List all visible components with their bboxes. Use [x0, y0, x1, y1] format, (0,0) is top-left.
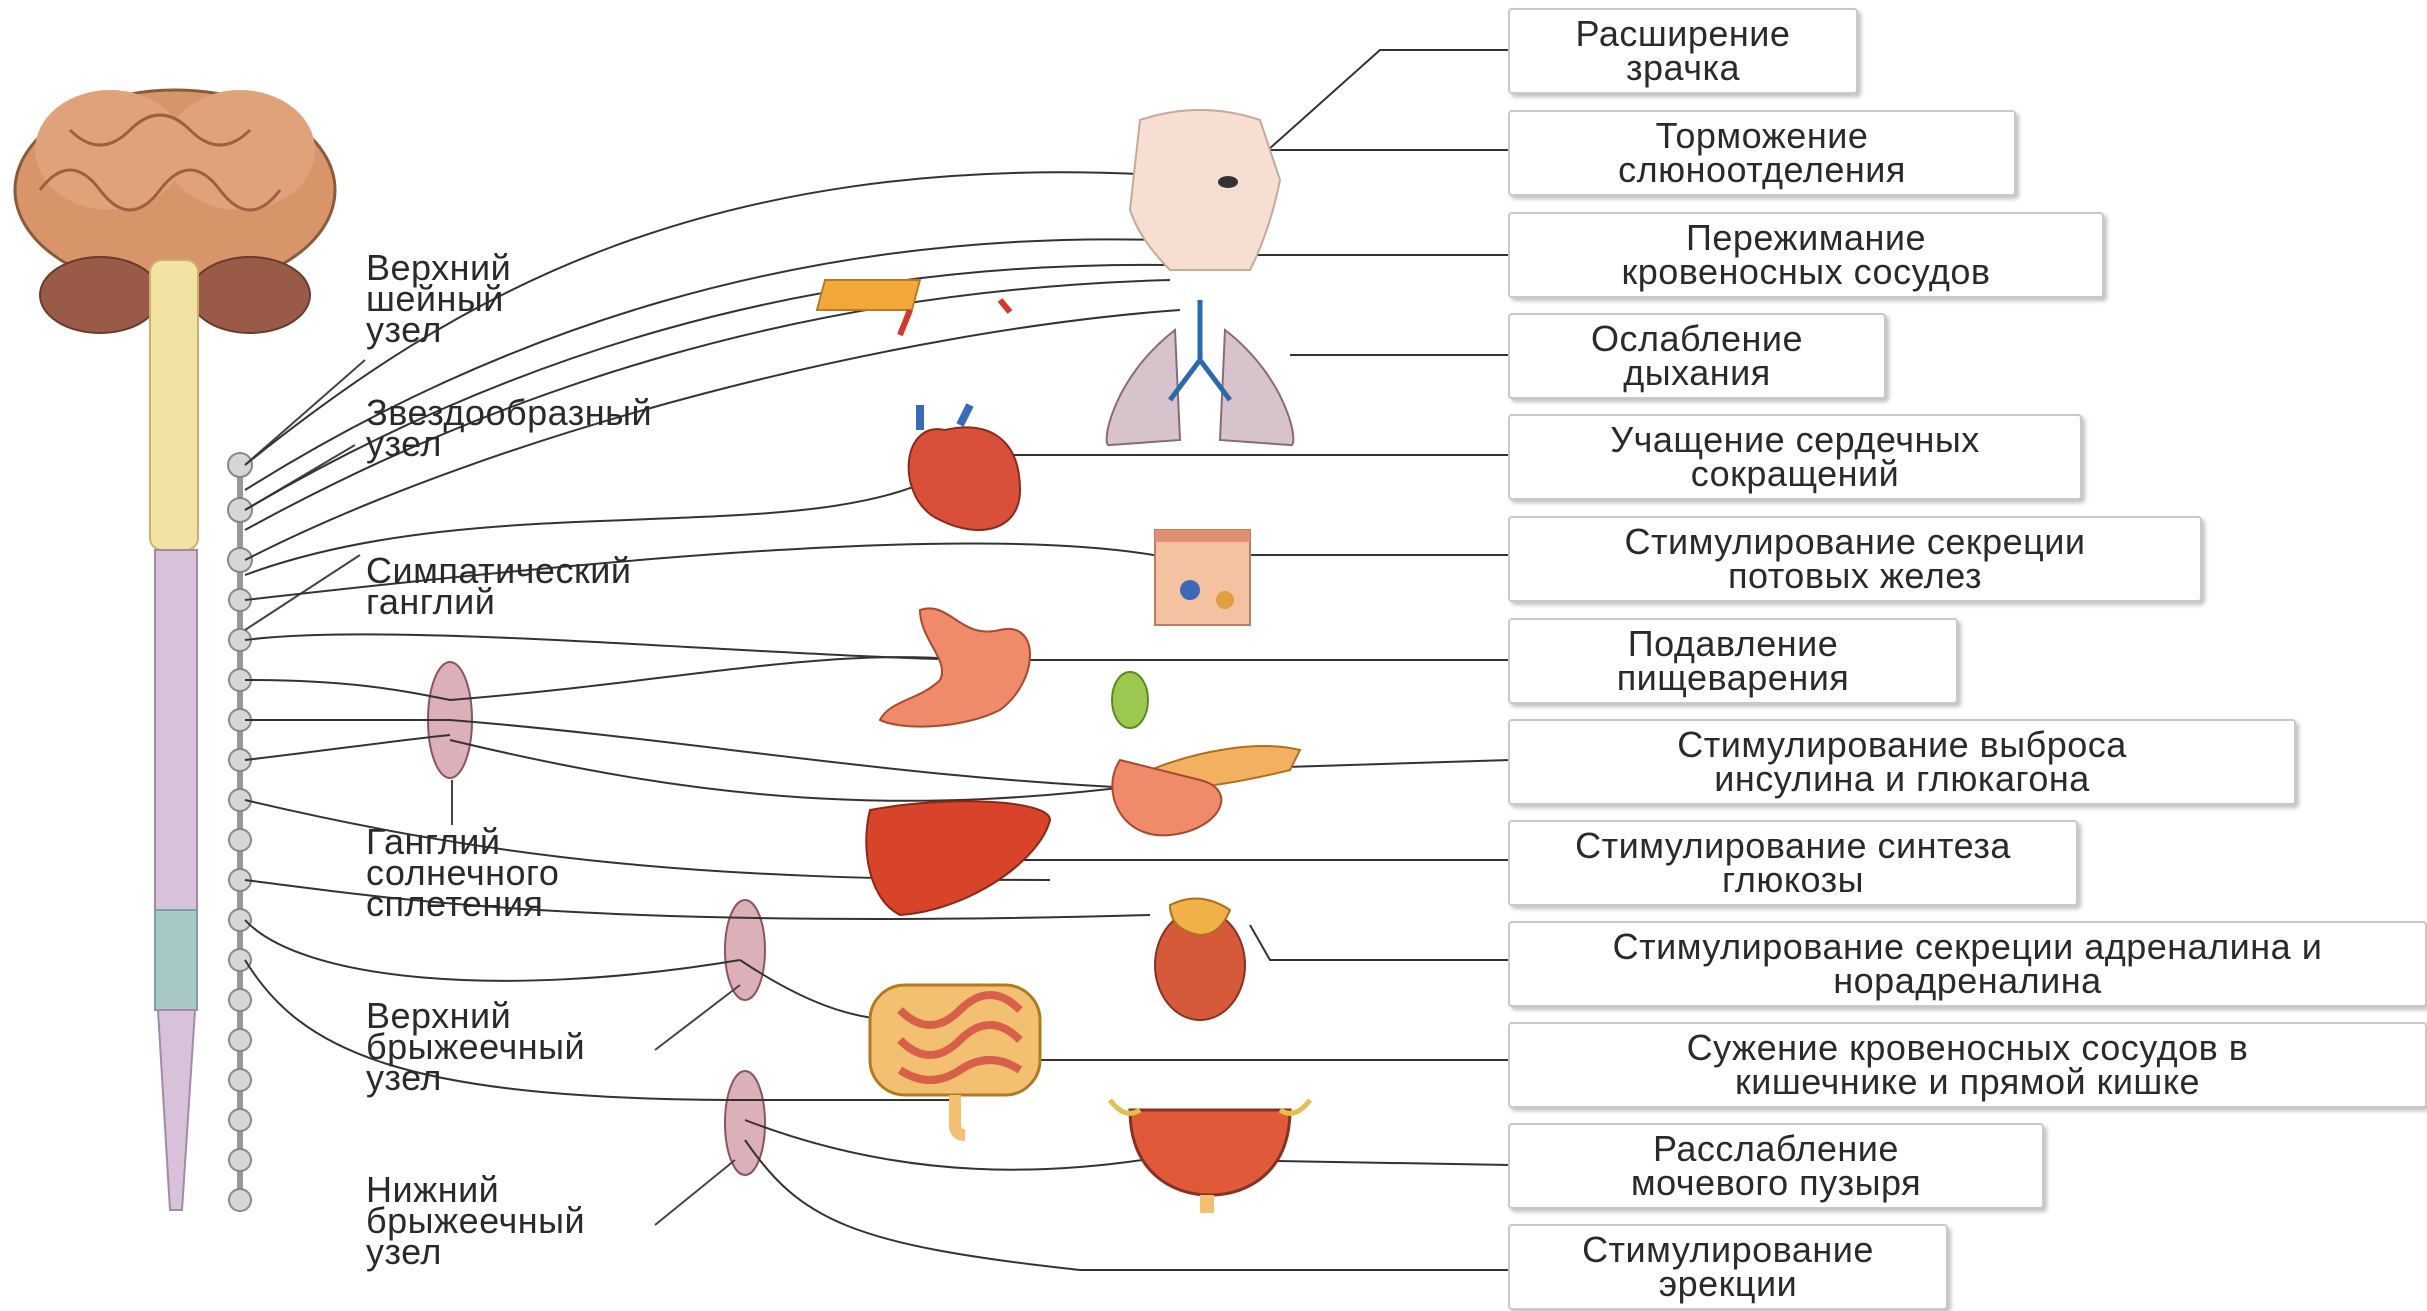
eye-face-icon [1130, 110, 1280, 270]
effect-text: Ослабление дыхания [1591, 322, 1803, 390]
effect-text: Подавление пищеварения [1617, 627, 1850, 695]
effect-text: Стимулирование синтеза глюкозы [1575, 829, 2011, 897]
effect-box-digestion-suppression: Подавление пищеварения [1508, 618, 1958, 704]
stomach-icon [880, 608, 1030, 726]
effect-text: Сужение кровеносных сосудов в кишечнике … [1687, 1031, 2249, 1099]
effect-text: Расширение зрачка [1576, 17, 1791, 85]
effect-box-glucose-synthesis: Стимулирование синтеза глюкозы [1508, 820, 2078, 906]
effect-box-salivation-inhibition: Торможение слюноотделения [1508, 110, 2016, 196]
liver-icon [866, 801, 1050, 915]
label-inferior-mesenteric-ganglion: Нижний брыжеечный узел [366, 1174, 585, 1267]
ganglion-superior-mesenteric [725, 900, 765, 1000]
effect-text: Стимулирование секреции потовых желез [1624, 525, 2085, 593]
effect-text: Учащение сердечных сокращений [1610, 423, 1979, 491]
effect-box-adrenaline-secretion: Стимулирование секреции адреналина и нор… [1508, 921, 2427, 1007]
effect-box-intestinal-vasoconstriction: Сужение кровеносных сосудов в кишечнике … [1508, 1022, 2427, 1108]
bladder-icon [1110, 1100, 1310, 1213]
effect-box-respiration-weakening: Ослабление дыхания [1508, 313, 1886, 399]
sweat-gland-skin-icon [1155, 530, 1250, 625]
effect-text: Стимулирование выброса инсулина и глюкаг… [1677, 728, 2127, 796]
label-superior-cervical-ganglion: Верхний шейный узел [366, 252, 511, 345]
effect-text: Стимулирование эрекции [1582, 1233, 1874, 1301]
intestine-icon [870, 985, 1040, 1135]
effect-text: Расслабление мочевого пузыря [1631, 1132, 1921, 1200]
effect-box-bladder-relaxation: Расслабление мочевого пузыря [1508, 1123, 2044, 1209]
effect-box-insulin-glucagon-release: Стимулирование выброса инсулина и глюкаг… [1508, 719, 2296, 805]
effect-box-sweat-secretion: Стимулирование секреции потовых желез [1508, 516, 2202, 602]
effect-text: Торможение слюноотделения [1618, 119, 1906, 187]
sympathetic-chain [228, 453, 252, 1211]
label-stellate-ganglion: Звездообразный узел [366, 397, 652, 459]
effect-text: Пережимание кровеносных сосудов [1621, 221, 1990, 289]
label-solar-plexus-ganglion: Ганглий солнечного сплетения [366, 826, 559, 919]
effect-box-vasoconstriction: Пережимание кровеносных сосудов [1508, 212, 2104, 298]
effect-box-pupil-dilation: Расширение зрачка [1508, 8, 1858, 94]
spinal-cord [150, 260, 198, 1210]
adrenal-kidney-icon [1155, 899, 1245, 1020]
label-sympathetic-ganglion: Симпатический ганглий [366, 555, 631, 617]
lungs-icon [1107, 300, 1294, 445]
label-superior-mesenteric-ganglion: Верхний брыжеечный узел [366, 1000, 585, 1093]
pancreas-icon [1112, 672, 1300, 835]
effect-box-erection-stimulation: Стимулирование эрекции [1508, 1224, 1948, 1310]
effect-text: Стимулирование секреции адреналина и нор… [1613, 930, 2323, 998]
heart-icon [909, 405, 1020, 530]
effect-box-heart-rate-increase: Учащение сердечных сокращений [1508, 414, 2082, 500]
label-pointers [245, 360, 740, 1225]
blood-vessel-icon [817, 280, 1010, 335]
